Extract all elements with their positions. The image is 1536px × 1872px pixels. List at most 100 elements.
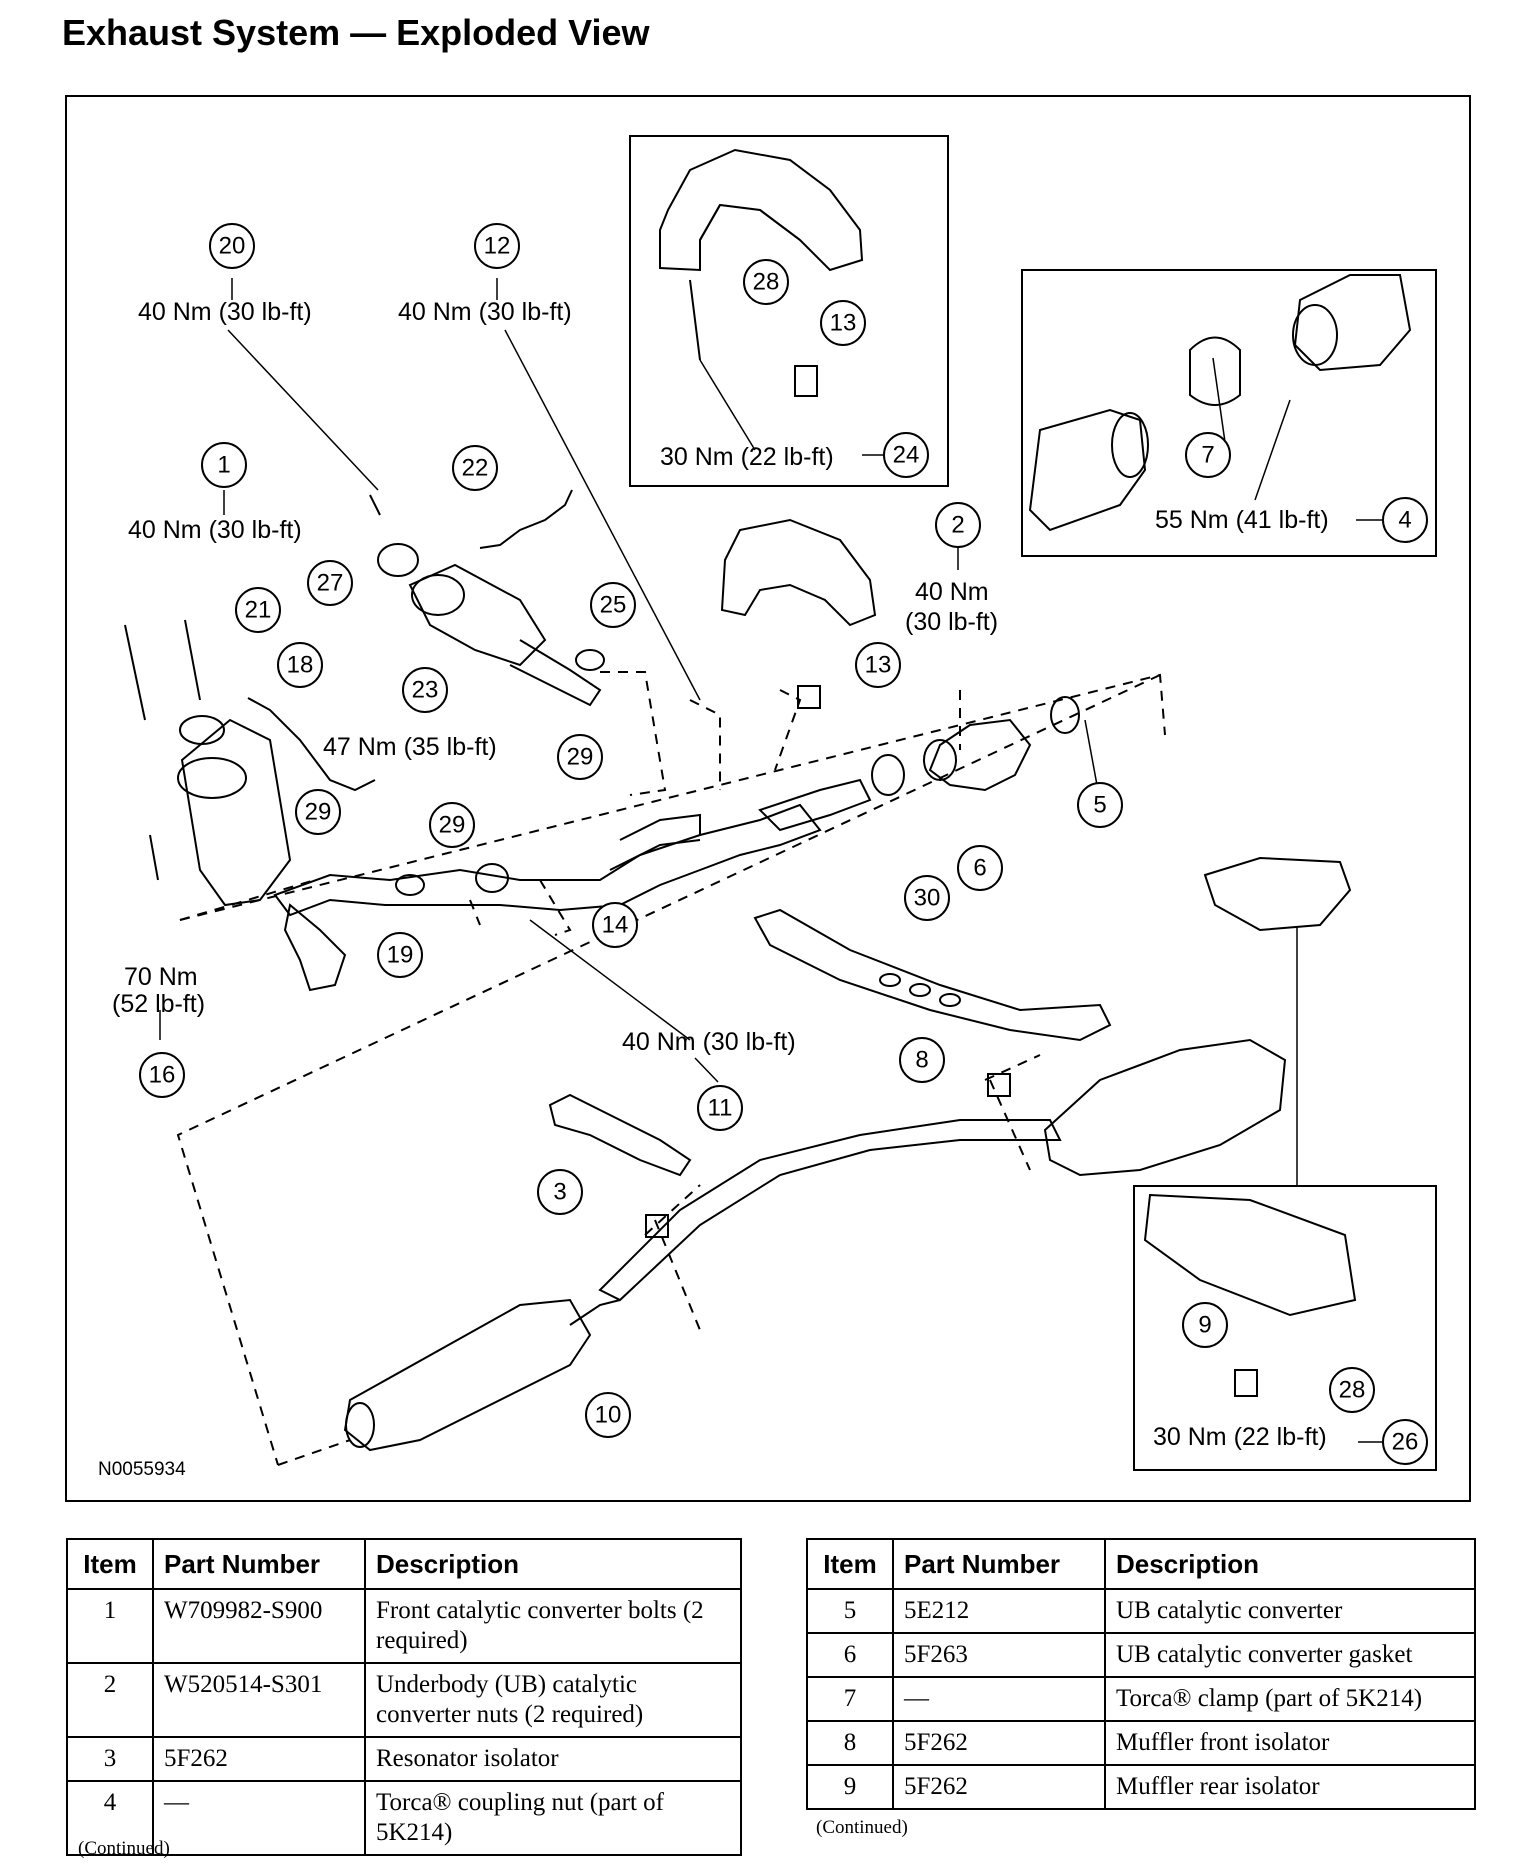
callout-28: 29	[305, 799, 332, 826]
torque-label-2-imperial: (30 lb-ft)	[905, 608, 998, 636]
col-header-part-number: Part Number	[892, 1538, 1106, 1590]
cell-description: Underbody (UB) catalytic converter nuts …	[364, 1662, 742, 1738]
torque-label-1: 40 Nm (30 lb-ft)	[128, 516, 302, 544]
col-header-item: Item	[806, 1538, 894, 1590]
callout-2: 2	[951, 512, 964, 539]
callout-17: 19	[387, 942, 414, 969]
col-header-description: Description	[364, 1538, 742, 1590]
cell-part-number: 5E212	[892, 1588, 1106, 1634]
heat-shield-top	[659, 148, 864, 272]
cell-part-number: 5F262	[892, 1764, 1106, 1810]
cell-item: 6	[806, 1632, 894, 1678]
exhaust-diagram: 40 Nm (30 lb-ft) 40 Nm (30 lb-ft) 40 Nm …	[65, 95, 1471, 1502]
torque-label-20: 40 Nm (30 lb-ft)	[138, 298, 312, 326]
intermediate-pipe	[758, 778, 872, 832]
callout-19: 22	[462, 455, 489, 482]
parts-table-right: Item Part Number Description 5 5E212 UB …	[806, 1538, 1476, 1810]
torque-label-23: 47 Nm (35 lb-ft)	[323, 733, 497, 761]
parts-table-left: Item Part Number Description 1 W709982-S…	[66, 1538, 742, 1856]
muffler-heat-shield	[1203, 856, 1352, 932]
cell-item: 2	[66, 1662, 154, 1738]
cell-description: Torca® clamp (part of 5K214)	[1104, 1676, 1476, 1722]
cell-item: 9	[806, 1764, 894, 1810]
ub-catalytic-converter	[928, 718, 1032, 792]
page-title: Exhaust System — Exploded View	[62, 12, 650, 53]
callout-6: 6	[973, 855, 986, 882]
cell-part-number: 5F262	[892, 1720, 1106, 1766]
callout-4: 4	[1398, 507, 1411, 534]
cell-description: Resonator isolator	[364, 1736, 742, 1782]
torque-label-16-imperial: (52 lb-ft)	[112, 990, 205, 1018]
cell-item: 7	[806, 1676, 894, 1722]
torque-label-4: 55 Nm (41 lb-ft)	[1155, 506, 1329, 534]
callout-13-inset: 13	[830, 310, 857, 337]
cell-item: 1	[66, 1588, 154, 1664]
table-row: 5 5E212 UB catalytic converter	[806, 1588, 1476, 1634]
cell-item: 5	[806, 1588, 894, 1634]
resonator-bracket	[548, 1093, 692, 1177]
callout-13: 13	[865, 652, 892, 679]
inset-heat-shield	[629, 135, 949, 487]
callout-27: 28	[1339, 1377, 1366, 1404]
o2-sensor-front	[247, 697, 376, 792]
cell-item: 3	[66, 1736, 154, 1782]
cell-part-number: W520514-S301	[152, 1662, 366, 1738]
muffler-inset	[1293, 274, 1412, 372]
callout-11: 11	[708, 1095, 733, 1122]
continued-note-right: (Continued)	[816, 1817, 908, 1838]
cell-part-number: 5F263	[892, 1632, 1106, 1678]
cell-item: 8	[806, 1720, 894, 1766]
heat-shield-middle	[720, 518, 877, 627]
table-row: 8 5F262 Muffler front isolator	[806, 1720, 1476, 1766]
diagram-frame	[65, 95, 1471, 1502]
torque-label-2: 40 Nm	[915, 578, 989, 606]
cell-part-number: —	[152, 1780, 366, 1856]
cell-description: Front catalytic converter bolts (2 requi…	[364, 1588, 742, 1664]
muffler-hanger-bracket	[1143, 1193, 1357, 1317]
callout-14: 14	[602, 912, 629, 939]
inset-torca-clamp	[1021, 269, 1437, 557]
upper-catalytic-converter	[408, 563, 547, 667]
callout-22: 27	[317, 570, 344, 597]
callout-8: 8	[915, 1047, 928, 1074]
muffler	[1043, 1038, 1287, 1177]
torque-label-16: 70 Nm	[124, 963, 198, 991]
table-row: 3 5F262 Resonator isolator	[66, 1736, 742, 1782]
callout-24: 24	[893, 442, 920, 469]
callout-23: 23	[412, 677, 439, 704]
ub-gasket	[871, 754, 905, 796]
torque-label-26: 30 Nm (22 lb-ft)	[1153, 1423, 1327, 1451]
cell-part-number: W709982-S900	[152, 1588, 366, 1664]
o2-sensor-upper	[479, 489, 573, 549]
callout-9: 9	[1198, 1312, 1211, 1339]
table-header-row: Item Part Number Description	[806, 1538, 1476, 1590]
cell-description: UB catalytic converter	[1104, 1588, 1476, 1634]
callout-7: 7	[1201, 442, 1214, 469]
torque-label-24: 30 Nm (22 lb-ft)	[660, 443, 834, 471]
callout-29-lower: 29	[439, 812, 466, 839]
y-pipe	[273, 803, 822, 917]
callout-20: 20	[219, 233, 246, 260]
table-header-row: Item Part Number Description	[66, 1538, 742, 1590]
table-row: 2 W520514-S301 Underbody (UB) catalytic …	[66, 1662, 742, 1738]
callout-16: 16	[149, 1062, 176, 1089]
cell-description: UB catalytic converter gasket	[1104, 1632, 1476, 1678]
cell-part-number: —	[892, 1676, 1106, 1722]
callout-15: 18	[287, 652, 314, 679]
callout-26: 26	[1392, 1429, 1419, 1456]
main-pipe	[598, 1119, 1062, 1302]
table-row: 9 5F262 Muffler rear isolator	[806, 1764, 1476, 1810]
front-catalytic-converter	[180, 718, 292, 907]
callout-3: 3	[553, 1179, 566, 1206]
table-row: 1 W709982-S900 Front catalytic converter…	[66, 1588, 742, 1664]
torca-pipe	[1028, 408, 1147, 532]
callout-25: 28	[753, 269, 780, 296]
crossmember	[753, 908, 1112, 1042]
cell-description: Muffler front isolator	[1104, 1720, 1476, 1766]
cell-description: Torca® coupling nut (part of 5K214)	[364, 1780, 742, 1856]
torque-label-12: 40 Nm (30 lb-ft)	[398, 298, 572, 326]
callout-29-upper: 29	[567, 744, 594, 771]
col-header-description: Description	[1104, 1538, 1476, 1590]
callout-21: 25	[600, 592, 627, 619]
table-row: 7 — Torca® clamp (part of 5K214)	[806, 1676, 1476, 1722]
